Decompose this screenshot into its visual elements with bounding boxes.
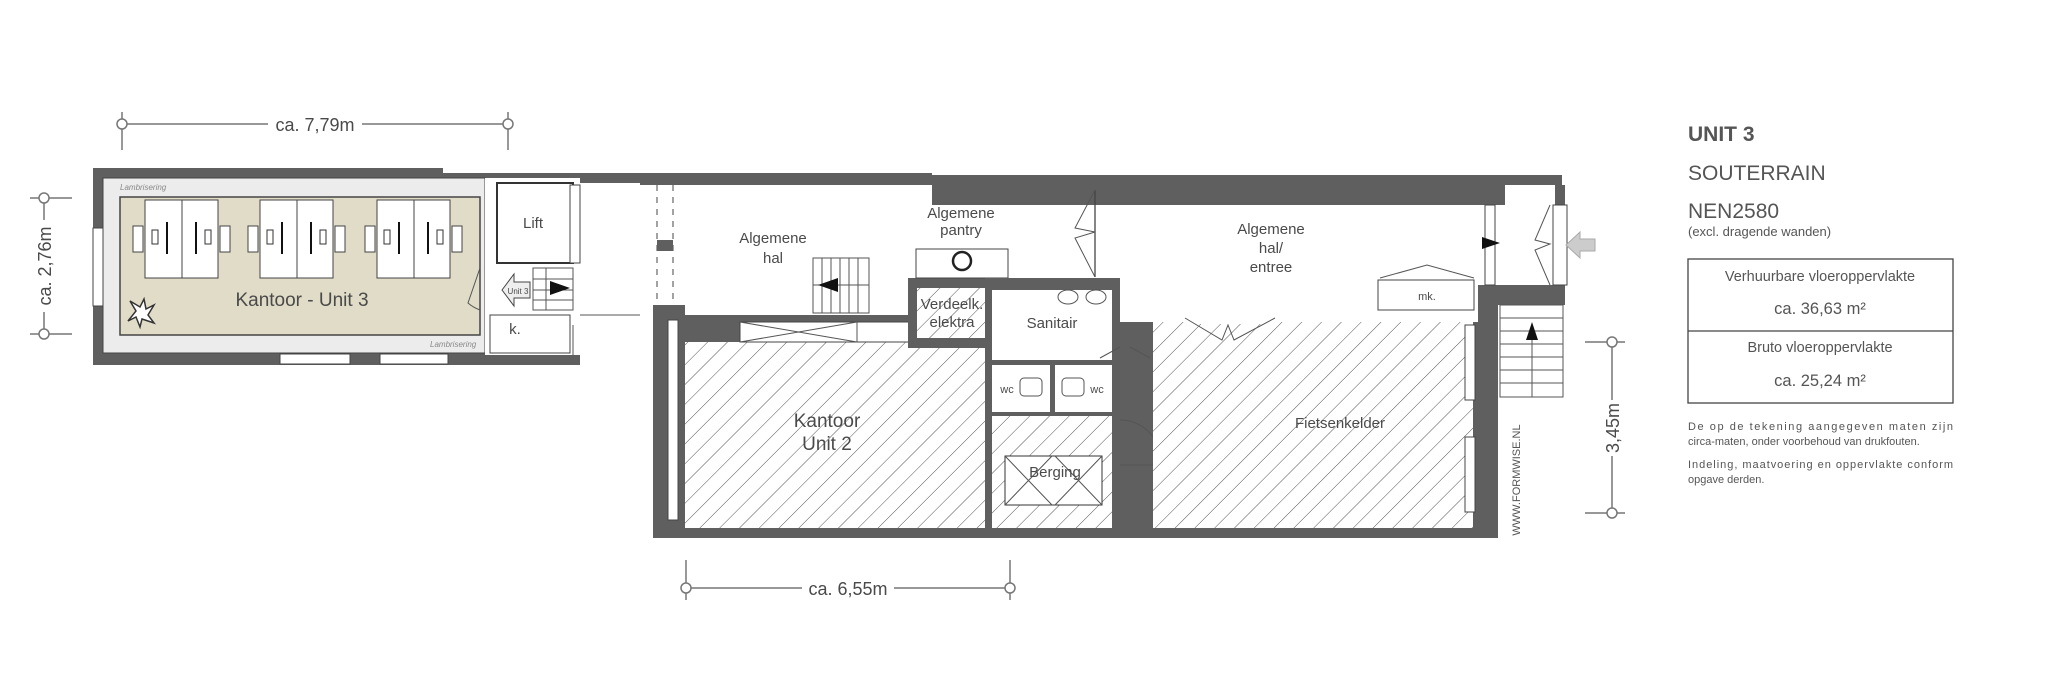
- area-row-value: ca. 36,63 m²: [1774, 300, 1866, 318]
- k-label: k.: [509, 321, 521, 338]
- panel-norm-note: (excl. dragende wanden): [1688, 224, 1831, 239]
- note-2-line-2: opgave derden.: [1688, 474, 1764, 486]
- lambrisering-bottom-label: Lambrisering: [430, 340, 477, 349]
- dimension-bottom: ca. 6,55m: [680, 560, 1016, 600]
- unit3-office-label: Kantoor - Unit 3: [235, 290, 368, 311]
- note-1-line-1: De op de tekening aangegeven maten zijn: [1688, 421, 1953, 433]
- panel-norm: NEN2580: [1688, 200, 1779, 223]
- main-building: Kantoor Unit 2 Verdeelk. elektra Algemen…: [640, 173, 1596, 538]
- desk: [376, 199, 415, 279]
- dimension-right: 3,45m: [1585, 336, 1625, 519]
- panel-floor: SOUTERRAIN: [1688, 162, 1826, 185]
- dimension-left-label: ca. 2,76m: [35, 226, 55, 305]
- panel-title: UNIT 3: [1688, 123, 1755, 146]
- sink-icon: [951, 250, 973, 272]
- desk: [259, 199, 298, 279]
- desk: [296, 199, 334, 279]
- pantry-label-2: pantry: [940, 222, 982, 239]
- verdeelk-label-1: Verdeelk.: [921, 296, 984, 313]
- chair-icon: [247, 225, 259, 253]
- dimension-right-label: 3,45m: [1603, 403, 1623, 453]
- entree-label-3: entree: [1250, 259, 1293, 276]
- area-row-value: ca. 25,24 m²: [1774, 372, 1866, 390]
- dimension-left: ca. 2,76m: [30, 192, 72, 340]
- pantry-counter: [915, 248, 1009, 279]
- unit3-arrow-label: Unit 3: [508, 287, 529, 296]
- entree-label-2: hal/: [1259, 240, 1284, 257]
- pantry-label-1: Algemene: [927, 205, 995, 222]
- office-unit2-floor: [685, 342, 985, 528]
- wc-left-label: wc: [999, 384, 1014, 396]
- desk-group: [132, 199, 463, 279]
- entrance-arrow-icon: [1482, 237, 1500, 249]
- desk: [413, 199, 451, 279]
- meter-cupboard: [1377, 279, 1475, 311]
- monitor-icon: [319, 229, 327, 245]
- monitor-icon: [266, 229, 274, 245]
- office-unit2-label-1: Kantoor: [794, 411, 861, 432]
- dimension-top-label: ca. 7,79m: [275, 115, 354, 135]
- dimension-top: ca. 7,79m: [116, 112, 514, 150]
- entry-arrow-icon: [1565, 230, 1596, 260]
- chair-icon: [219, 225, 231, 253]
- desk: [144, 199, 183, 279]
- unit3-arrow-icon: [501, 272, 531, 308]
- chair-icon: [132, 225, 144, 253]
- note-1-line-2: circa-maten, onder voorbehoud van drukfo…: [1688, 436, 1920, 448]
- bike-cellar-floor: [1153, 322, 1473, 528]
- dimension-bottom-label: ca. 6,55m: [808, 579, 887, 599]
- chair-icon: [334, 225, 346, 253]
- verdeelk-label-2: elektra: [929, 314, 975, 331]
- monitor-icon: [151, 229, 159, 245]
- area-row-label: Verhuurbare vloeroppervlakte: [1725, 269, 1915, 285]
- lambrisering-top-label: Lambrisering: [120, 183, 167, 192]
- monitor-icon: [204, 229, 212, 245]
- desk: [181, 199, 219, 279]
- note-2-line-1: Indeling, maatvoering en oppervlakte con…: [1688, 459, 1953, 471]
- wc-right-label: wc: [1089, 384, 1104, 396]
- unit3-block: Lambrisering Lambrisering Kantoor - Unit…: [92, 168, 640, 365]
- monitor-icon: [383, 229, 391, 245]
- chair-icon: [364, 225, 376, 253]
- entree-label-1: Algemene: [1237, 221, 1305, 238]
- lift-label: Lift: [523, 215, 544, 232]
- fietsenkelder-label: Fietsenkelder: [1295, 415, 1385, 432]
- chair-icon: [451, 225, 463, 253]
- lift: [496, 182, 574, 264]
- plant-icon: [127, 296, 157, 330]
- mk-label: mk.: [1418, 291, 1436, 303]
- office-unit2-label-2: Unit 2: [802, 434, 852, 455]
- hal-label-1: Algemene: [739, 230, 807, 247]
- info-panel: UNIT 3 SOUTERRAIN NEN2580 (excl. dragend…: [1687, 123, 1954, 486]
- monitor-icon: [436, 229, 444, 245]
- area-row-label: Bruto vloeroppervlakte: [1747, 340, 1892, 356]
- berging-label: Berging: [1029, 464, 1081, 481]
- outside-stair-icon: [1499, 304, 1564, 398]
- sanitair-label: Sanitair: [1027, 315, 1078, 332]
- hal-label-2: hal: [763, 250, 783, 267]
- watermark: WWW.FORMWISE.NL: [1511, 424, 1523, 535]
